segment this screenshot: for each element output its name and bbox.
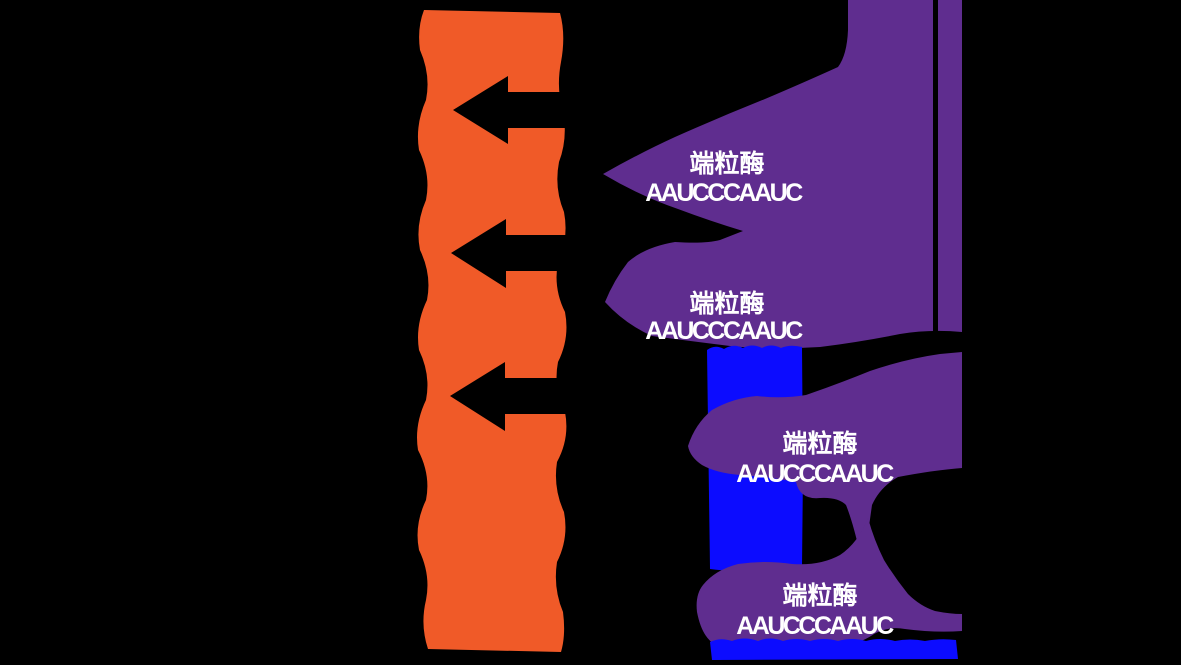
chromosome-strand: [417, 10, 567, 652]
new-dna-strand-bottom: [710, 638, 958, 660]
telomerase-label-3: 端粒酶: [782, 429, 857, 458]
telomerase-label-1: 端粒酶: [689, 149, 764, 178]
rna-template-label-2: AAUCCCAAUC: [645, 317, 803, 345]
arrow-left-icon-2: [451, 219, 598, 288]
arrow-left-icon-3: [450, 362, 598, 431]
arrow-left-icon-1: [453, 76, 598, 144]
telomerase-label-4: 端粒酶: [782, 581, 857, 610]
divider-line: [933, 0, 938, 332]
telomerase-blob-1-2: [603, 0, 962, 349]
telomerase-label-2: 端粒酶: [689, 289, 764, 318]
telomerase-blob-4: [696, 518, 962, 650]
telomerase-blob-3: [688, 352, 962, 548]
rna-template-label-1: AAUCCCAAUC: [645, 179, 803, 207]
rna-template-label-4: AAUCCCAAUC: [736, 612, 894, 640]
rna-template-label-3: AAUCCCAAUC: [736, 460, 894, 488]
